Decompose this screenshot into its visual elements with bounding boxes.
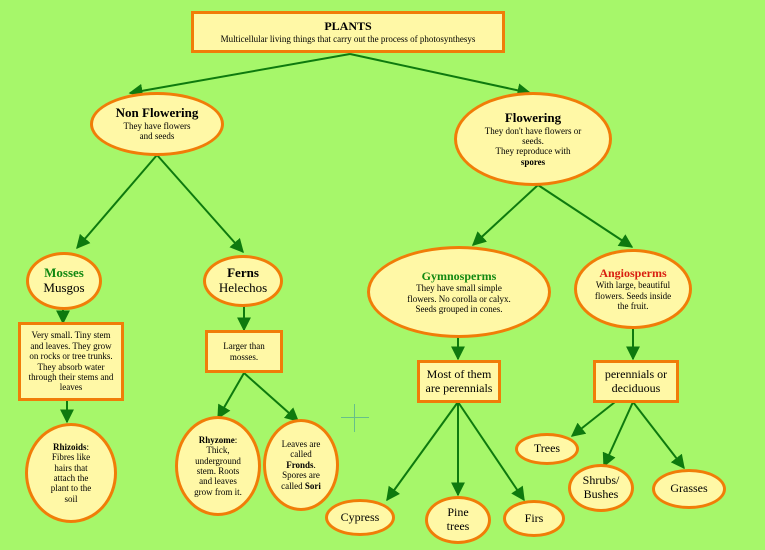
fronds-dot: . <box>313 459 316 470</box>
node-ferns-desc: Larger than mosses. <box>205 330 283 373</box>
flowering-desc-4: spores <box>520 156 546 167</box>
edge-angiobox-trees <box>570 401 616 437</box>
shrubs-label-1: Shrubs/ <box>582 473 620 488</box>
node-rhyzome: Rhyzome: Thick, underground stem. Roots … <box>175 416 261 516</box>
mosses-desc-5: through their stems and <box>28 371 114 382</box>
edge-nonflowering-mosses <box>76 154 158 250</box>
rhyzome-term: Rhyzome <box>198 434 235 445</box>
fronds-desc-4: Spores are <box>282 470 320 481</box>
crosshair-cursor-icon <box>341 404 369 432</box>
node-shrubs: Shrubs/ Bushes <box>568 464 634 512</box>
node-pine-trees: Pine trees <box>425 496 491 544</box>
rhizoids-desc-4: attach the <box>53 473 89 483</box>
non-flowering-title: Non Flowering <box>115 105 199 121</box>
node-trees: Trees <box>515 433 579 465</box>
rhizoids-desc-2: Fibres like <box>51 452 91 463</box>
pine-label-2: trees <box>446 519 470 533</box>
edge-nonflowering-ferns <box>156 154 244 254</box>
mosses-desc-3: on rocks or tree trunks. <box>29 351 113 362</box>
fronds-term: Fronds <box>286 459 314 470</box>
trees-label: Trees <box>533 441 561 456</box>
node-fronds: Leaves are called Fronds. Spores are cal… <box>263 419 339 511</box>
mosses-desc-2: and leaves. They grow <box>30 340 112 351</box>
rhyzome-colon: : <box>234 434 238 445</box>
node-cypress: Cypress <box>325 499 395 536</box>
edge-flowering-gymnosperms <box>471 184 539 246</box>
node-angio-perennials: perennials or deciduous <box>593 360 679 403</box>
node-gymno-perennials: Most of them are perennials <box>417 360 501 403</box>
node-angiosperms: Angiosperms With large, beautiful flower… <box>574 249 692 329</box>
rhizoids-desc-3: hairs that <box>54 462 88 473</box>
edge-angiobox-shrubs <box>602 401 634 468</box>
fronds-desc-2: called <box>290 449 312 460</box>
flowering-title: Flowering <box>504 109 562 125</box>
node-mosses-desc: Very small. Tiny stem and leaves. They g… <box>18 322 124 401</box>
rhizoids-colon: : <box>86 441 90 452</box>
flowering-desc-2: seeds. <box>522 136 544 147</box>
rhizoids-term: Rhizoids <box>52 441 87 452</box>
mosses-desc-6: leaves <box>59 382 83 393</box>
edge-gymnobox-firs <box>457 401 525 502</box>
edge-fernsdesc-rhyzome <box>217 372 245 420</box>
sori-term: Sori <box>304 480 321 491</box>
plants-desc: Multicellular living things that carry o… <box>220 33 476 44</box>
rhyzome-desc-5: and leaves <box>199 476 237 487</box>
cypress-label: Cypress <box>340 509 380 524</box>
node-rhizoids: Rhizoids: Fibres like hairs that attach … <box>25 423 117 523</box>
plants-title: PLANTS <box>324 18 372 33</box>
angio-box-1: perennials or <box>604 366 668 381</box>
flowering-desc-3: They reproduce with <box>495 146 571 157</box>
edge-fernsdesc-fronds <box>243 372 300 422</box>
node-ferns: Ferns Helechos <box>203 255 283 307</box>
rhyzome-desc-2: Thick, <box>206 445 230 456</box>
firs-label: Firs <box>524 510 544 525</box>
non-flowering-desc-1: They have flowers <box>123 121 191 132</box>
fronds-desc-1: Leaves are <box>281 439 321 450</box>
angiosperms-desc-3: the fruit. <box>617 301 649 312</box>
flowering-desc-1: They don't have flowers or <box>484 125 582 136</box>
ferns-subtitle: Helechos <box>218 280 268 295</box>
rhyzome-desc-6: grow from it. <box>194 486 242 497</box>
non-flowering-desc-2: and seeds <box>139 131 175 142</box>
rhyzome-desc-3: underground <box>195 455 241 466</box>
gymnosperms-desc-1: They have small simple <box>416 283 502 294</box>
grasses-label: Grasses <box>670 481 708 496</box>
pine-label-1: Pine <box>447 505 469 520</box>
node-grasses: Grasses <box>652 469 726 509</box>
edge-flowering-angiosperms <box>537 184 634 248</box>
gymno-box-2: are perennials <box>425 380 493 395</box>
mosses-subtitle: Musgos <box>43 280 85 295</box>
node-firs: Firs <box>503 500 565 537</box>
node-non-flowering: Non Flowering They have flowers and seed… <box>90 92 224 156</box>
angio-box-2: deciduous <box>611 380 661 395</box>
angiosperms-desc-1: With large, beautiful <box>595 280 671 291</box>
ferns-desc-1: Larger than <box>223 341 265 352</box>
mosses-desc-4: They absorb water <box>37 361 105 372</box>
shrubs-label-2: Bushes <box>583 487 619 501</box>
mosses-desc-1: Very small. Tiny stem <box>31 330 111 341</box>
angiosperms-title: Angiosperms <box>599 265 667 280</box>
gymnosperms-title: Gymnosperms <box>421 268 497 283</box>
ferns-desc-2: mosses. <box>229 351 259 362</box>
node-plants: PLANTS Multicellular living things that … <box>191 11 505 53</box>
edge-plants-flowering <box>349 53 532 98</box>
edge-plants-nonflowering <box>128 53 351 98</box>
rhizoids-desc-5: plant to the <box>50 483 92 494</box>
gymnosperms-desc-3: Seeds grouped in cones. <box>415 304 503 315</box>
ferns-title: Ferns <box>227 265 259 281</box>
node-flowering: Flowering They don't have flowers or see… <box>454 92 612 186</box>
node-gymnosperms: Gymnosperms They have small simple flowe… <box>367 246 551 338</box>
mosses-title: Mosses <box>44 265 84 281</box>
node-mosses: Mosses Musgos <box>26 252 102 310</box>
gymnosperms-desc-2: flowers. No corolla or calyx. <box>407 293 511 304</box>
edge-gymnobox-cypress <box>386 401 459 502</box>
angiosperms-desc-2: flowers. Seeds inside <box>594 290 672 301</box>
gymno-box-1: Most of them <box>426 366 492 381</box>
rhyzome-desc-4: stem. Roots <box>196 466 240 476</box>
edge-angiobox-grasses <box>632 401 685 470</box>
fronds-desc-5: called <box>281 480 305 491</box>
rhizoids-desc-6: soil <box>64 493 78 504</box>
